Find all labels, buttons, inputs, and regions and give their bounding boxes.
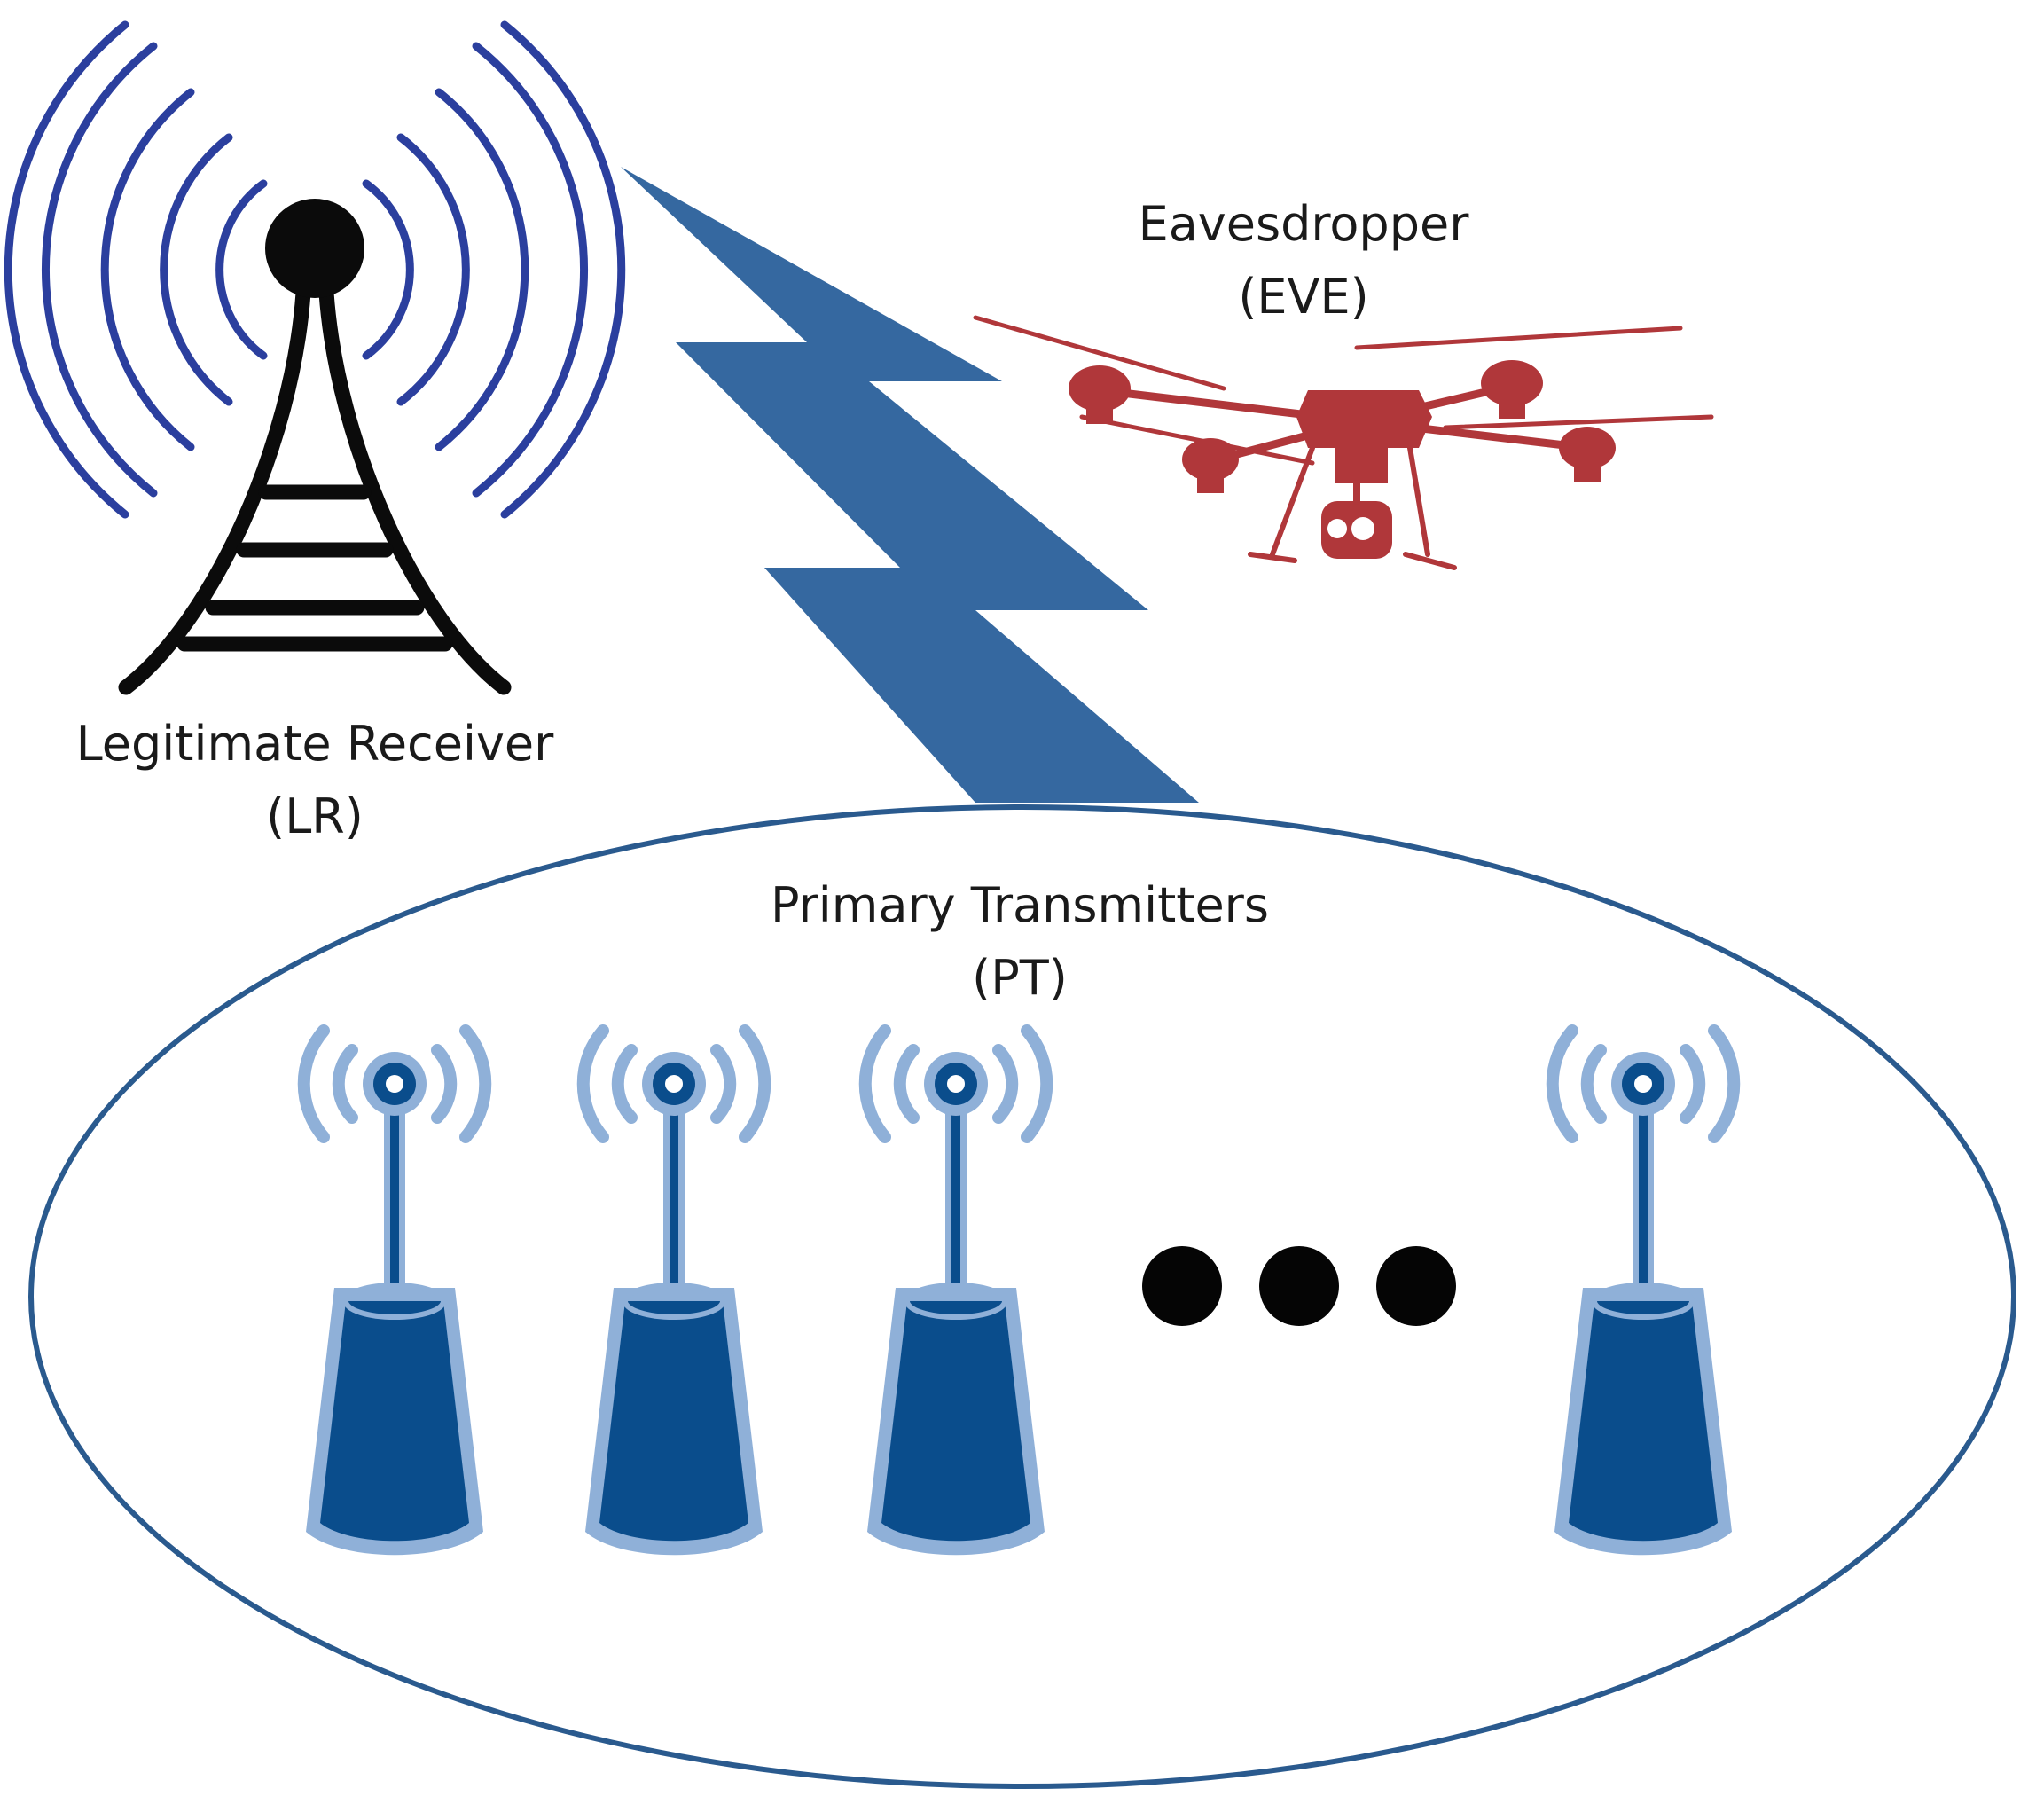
- transmitter-icon-4: [1553, 1031, 1735, 1555]
- eavesdropper-label: Eavesdropper (EVE): [1029, 188, 1578, 333]
- legitimate-receiver-name: Legitimate Receiver: [75, 716, 554, 772]
- receiver-tower-icon: [4, 20, 626, 695]
- primary-transmitters-name: Primary Transmitters: [770, 877, 1270, 933]
- primary-transmitters-abbr: (PT): [972, 950, 1068, 1006]
- transmitter-icon-1: [304, 1031, 486, 1555]
- drone-icon: [973, 315, 1714, 570]
- eavesdropper-name: Eavesdropper: [1138, 196, 1469, 252]
- legitimate-receiver-abbr: (LR): [266, 788, 364, 844]
- legitimate-receiver-label: Legitimate Receiver (LR): [35, 708, 594, 853]
- eavesdropper-abbr: (EVE): [1238, 269, 1369, 325]
- primary-transmitters-label: Primary Transmitters (PT): [718, 869, 1321, 1015]
- transmitter-icon-2: [583, 1031, 765, 1555]
- ellipsis-dots: [1142, 1246, 1456, 1326]
- transmitter-icon-3: [865, 1031, 1047, 1555]
- transmitter-region-ellipse: [28, 804, 2016, 1789]
- lightning-bolt-icon: [621, 167, 1199, 803]
